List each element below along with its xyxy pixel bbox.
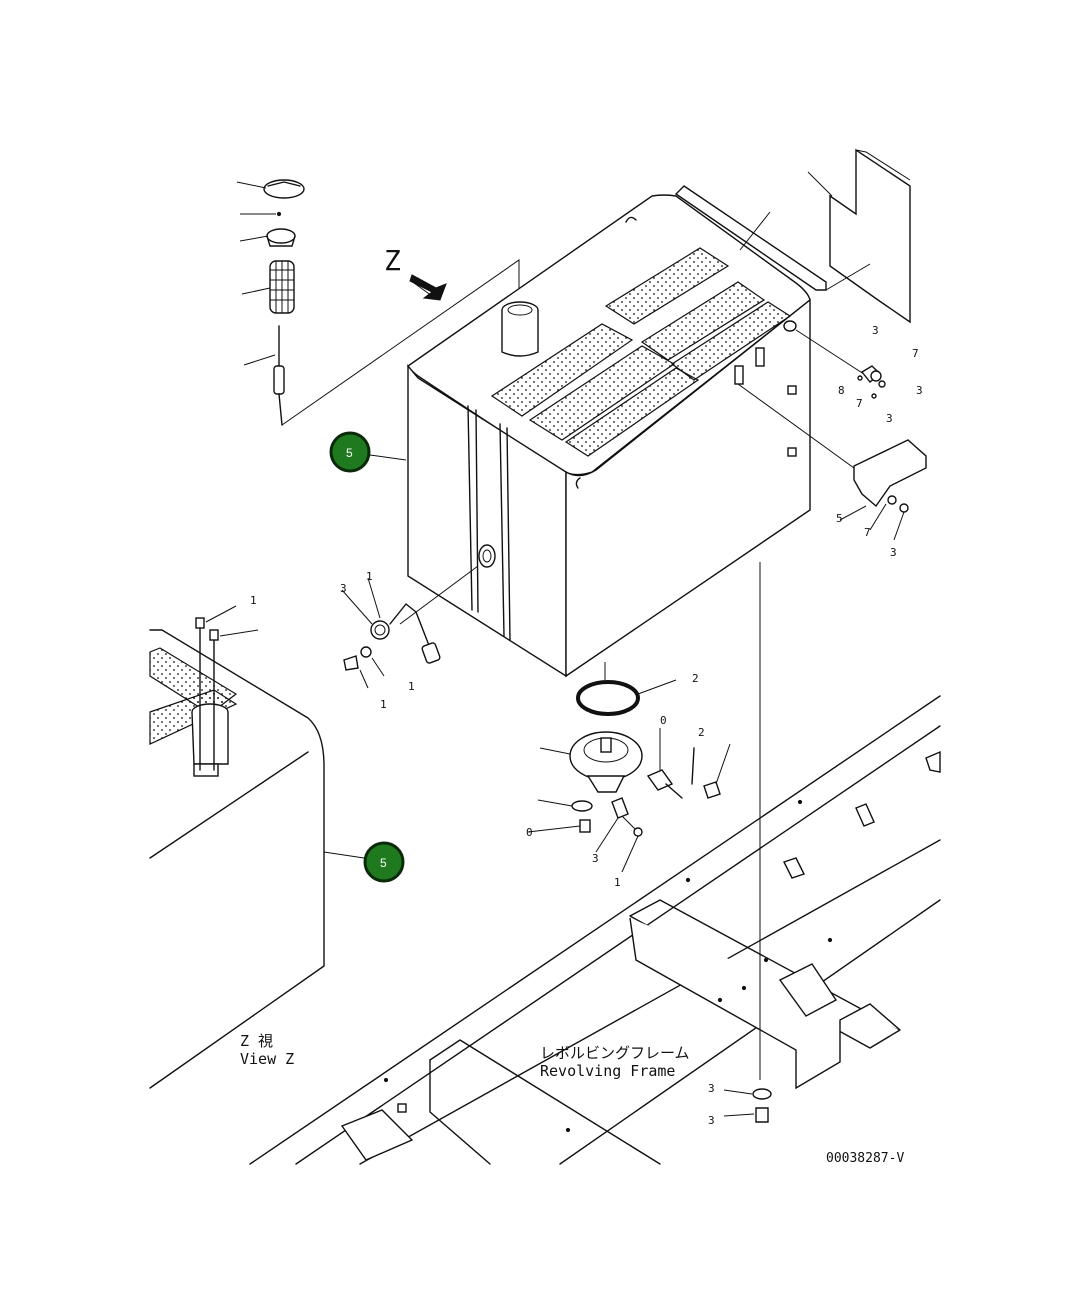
support-bracket (853, 439, 927, 508)
svg-text:3: 3 (890, 546, 897, 559)
suction-flange: 0 3 1 0 2 (526, 714, 731, 889)
svg-text:0: 0 (526, 826, 533, 839)
insulation-pad (829, 148, 911, 324)
hydraulic-tank (407, 194, 811, 678)
svg-text:5: 5 (836, 512, 843, 525)
svg-text:2: 2 (692, 672, 699, 685)
svg-text:3: 3 (708, 1114, 715, 1127)
svg-text:1: 1 (380, 698, 387, 711)
svg-text:3: 3 (886, 412, 893, 425)
svg-text:1: 1 (408, 680, 415, 693)
svg-text:3: 3 (708, 1082, 715, 1095)
view-z-jp-label: Z 視 (240, 1032, 273, 1050)
svg-text:7: 7 (912, 347, 919, 360)
svg-text:3: 3 (916, 384, 923, 397)
gasket-ring: 2 (576, 662, 699, 716)
callout-number: 5 (346, 446, 353, 460)
frame-en-label: Revolving Frame (540, 1062, 675, 1080)
drawing-id: 00038287-V (826, 1151, 904, 1166)
svg-text:1: 1 (366, 570, 373, 583)
svg-text:3: 3 (872, 324, 879, 337)
svg-text:3: 3 (592, 852, 599, 865)
filler-sight-line (281, 259, 520, 426)
frame-jp-label: レボルビングフレーム (540, 1044, 690, 1062)
revolving-frame: 3 3 (249, 562, 941, 1165)
top-rail (674, 185, 827, 291)
svg-text:2: 2 (698, 726, 705, 739)
filler-cap-assembly (236, 179, 305, 426)
view-z-arrow: Z (384, 244, 447, 301)
svg-text:7: 7 (856, 397, 863, 410)
callout-5-view-z[interactable]: 5 (323, 841, 405, 883)
view-z-en-label: View Z (240, 1050, 294, 1068)
clamp-hardware: 3 7 8 3 7 3 (795, 324, 923, 425)
svg-text:3: 3 (340, 582, 347, 595)
svg-text:8: 8 (838, 384, 845, 397)
svg-text:7: 7 (864, 526, 871, 539)
callout-5-tank[interactable]: 5 (329, 431, 407, 473)
callout-number: 5 (380, 856, 387, 870)
level-gauge-assembly: 3 1 1 1 (340, 565, 479, 711)
view-z-detail: 1 (149, 594, 325, 1089)
svg-text:1: 1 (250, 594, 257, 607)
svg-text:1: 1 (614, 876, 621, 889)
svg-text:0: 0 (660, 714, 667, 727)
view-letter: Z (384, 244, 401, 277)
